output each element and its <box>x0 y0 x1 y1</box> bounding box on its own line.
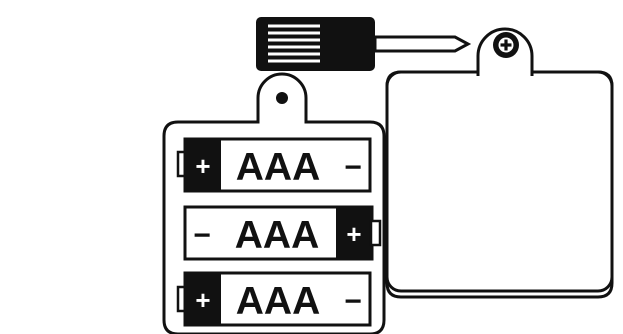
battery-aaa-middle: − AAA + <box>183 205 382 261</box>
mounting-hole-icon <box>276 92 288 104</box>
battery-1-left-symbol: + <box>195 151 210 181</box>
screwdriver-icon <box>256 17 472 71</box>
battery-3-left-symbol: + <box>195 285 210 315</box>
battery-1-right-symbol: − <box>344 151 362 184</box>
battery-aaa-bottom: + AAA − <box>176 271 372 327</box>
battery-aaa-top: + AAA − <box>176 137 372 193</box>
battery-2-label: AAA <box>235 214 320 257</box>
battery-cover <box>385 27 614 299</box>
battery-2-right-symbol: + <box>346 219 361 249</box>
battery-1-label: AAA <box>236 146 321 189</box>
phillips-screw-icon <box>493 32 519 58</box>
battery-3-right-symbol: − <box>344 285 362 318</box>
battery-2-left-symbol: − <box>193 219 211 252</box>
battery-3-label: AAA <box>236 280 321 323</box>
